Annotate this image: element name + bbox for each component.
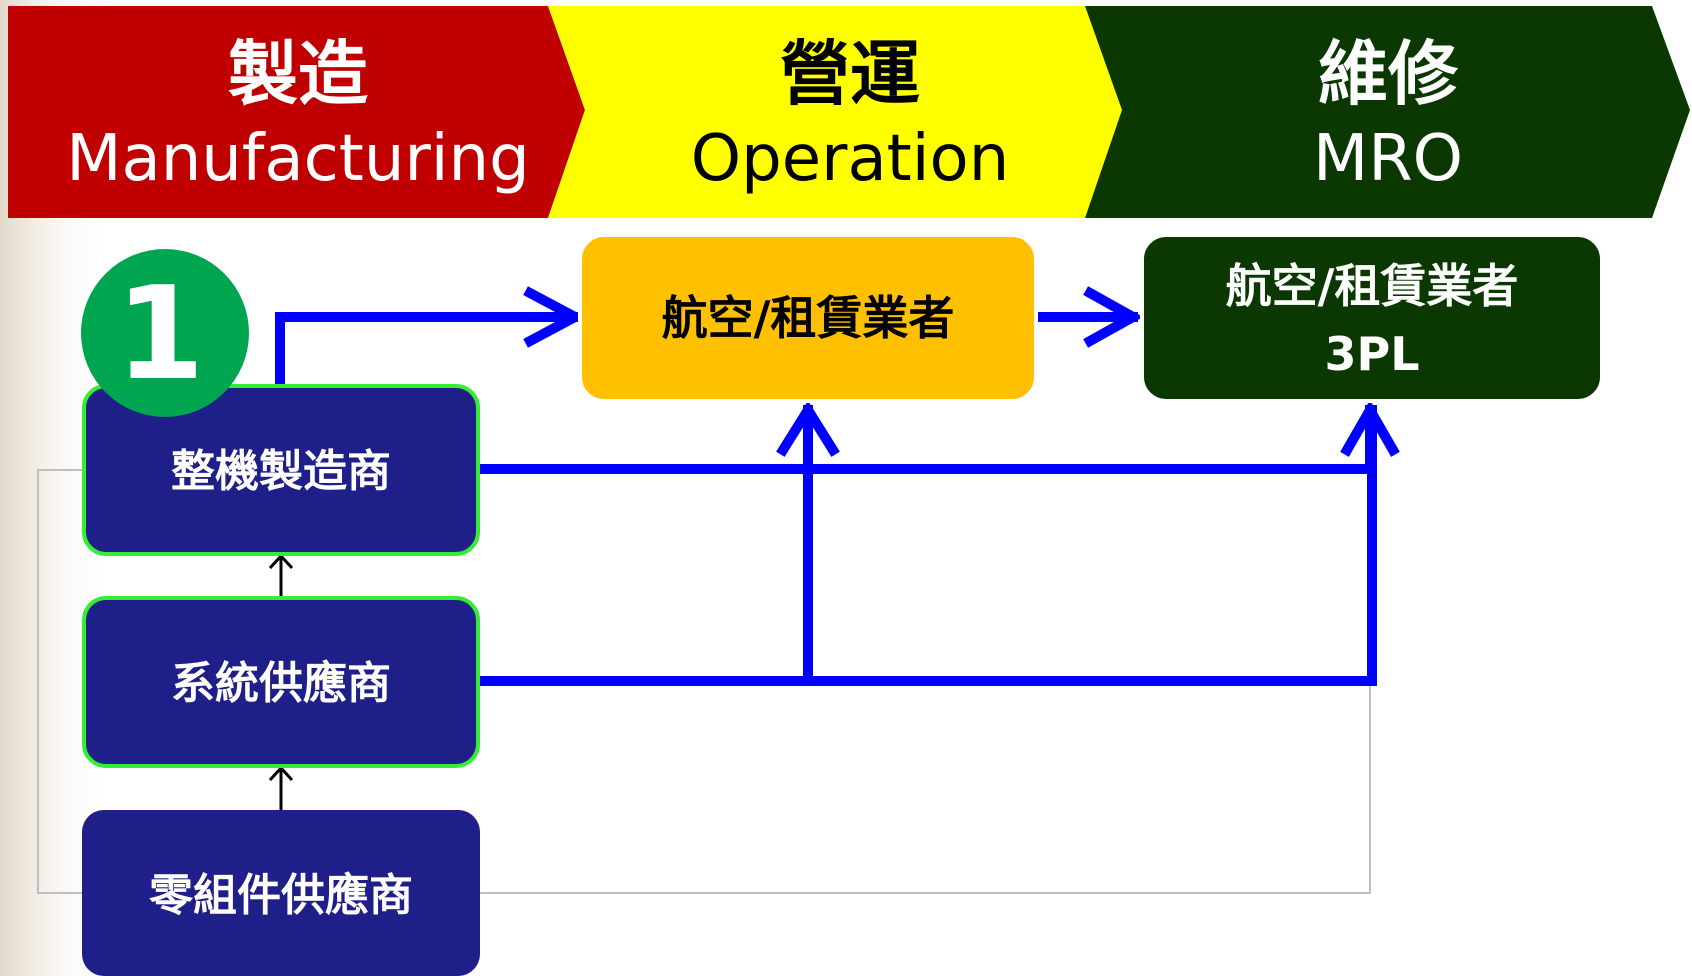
arrowhead-up-mro xyxy=(1340,399,1400,457)
arrow-system-to-mro xyxy=(473,405,1377,686)
stage-mro-name: 維修 xyxy=(1318,33,1459,115)
operation-target-box xyxy=(578,233,1038,403)
stage-operation-english: Operation xyxy=(691,122,1010,196)
arrow-manufacturer-to-mro xyxy=(473,405,1375,474)
stage-mro-chevron xyxy=(1085,6,1690,218)
step-number-badge xyxy=(81,249,249,417)
arrowhead-up-operation xyxy=(776,400,840,457)
system-supplier-label: 系統供應商 xyxy=(171,658,391,709)
parts-supplier-box xyxy=(82,810,480,976)
arrow-manufacturer-to-operation xyxy=(275,312,580,390)
parts-supplier-connector-lines xyxy=(37,469,1371,894)
flow-arrows xyxy=(275,286,1400,686)
stage-manufacturing-english: Manufacturing xyxy=(66,122,529,196)
arrowhead-to-mro xyxy=(1083,286,1144,348)
stage-manufacturing-chevron xyxy=(8,6,585,218)
mro-target-label-line2: 3PL xyxy=(1324,327,1419,381)
mro-target-box xyxy=(1140,233,1604,403)
stage-manufacturing-name: 製造 xyxy=(228,33,368,115)
operation-target-label: 航空/租賃業者 xyxy=(662,291,955,345)
parts-supplier-label: 零組件供應商 xyxy=(149,870,413,921)
stage-operation-chevron xyxy=(548,6,1122,218)
airframe-manufacturer-label: 整機製造商 xyxy=(171,446,391,497)
stage-mro-english: MRO xyxy=(1313,122,1463,196)
system-supplier-box xyxy=(82,596,480,768)
airframe-manufacturer-box xyxy=(82,384,480,556)
mro-target-label-line1: 航空/租賃業者 xyxy=(1226,259,1519,313)
step-number-label: 1 xyxy=(115,260,204,409)
stage-operation-name: 營運 xyxy=(780,33,920,115)
arrowhead-to-operation xyxy=(523,286,586,348)
